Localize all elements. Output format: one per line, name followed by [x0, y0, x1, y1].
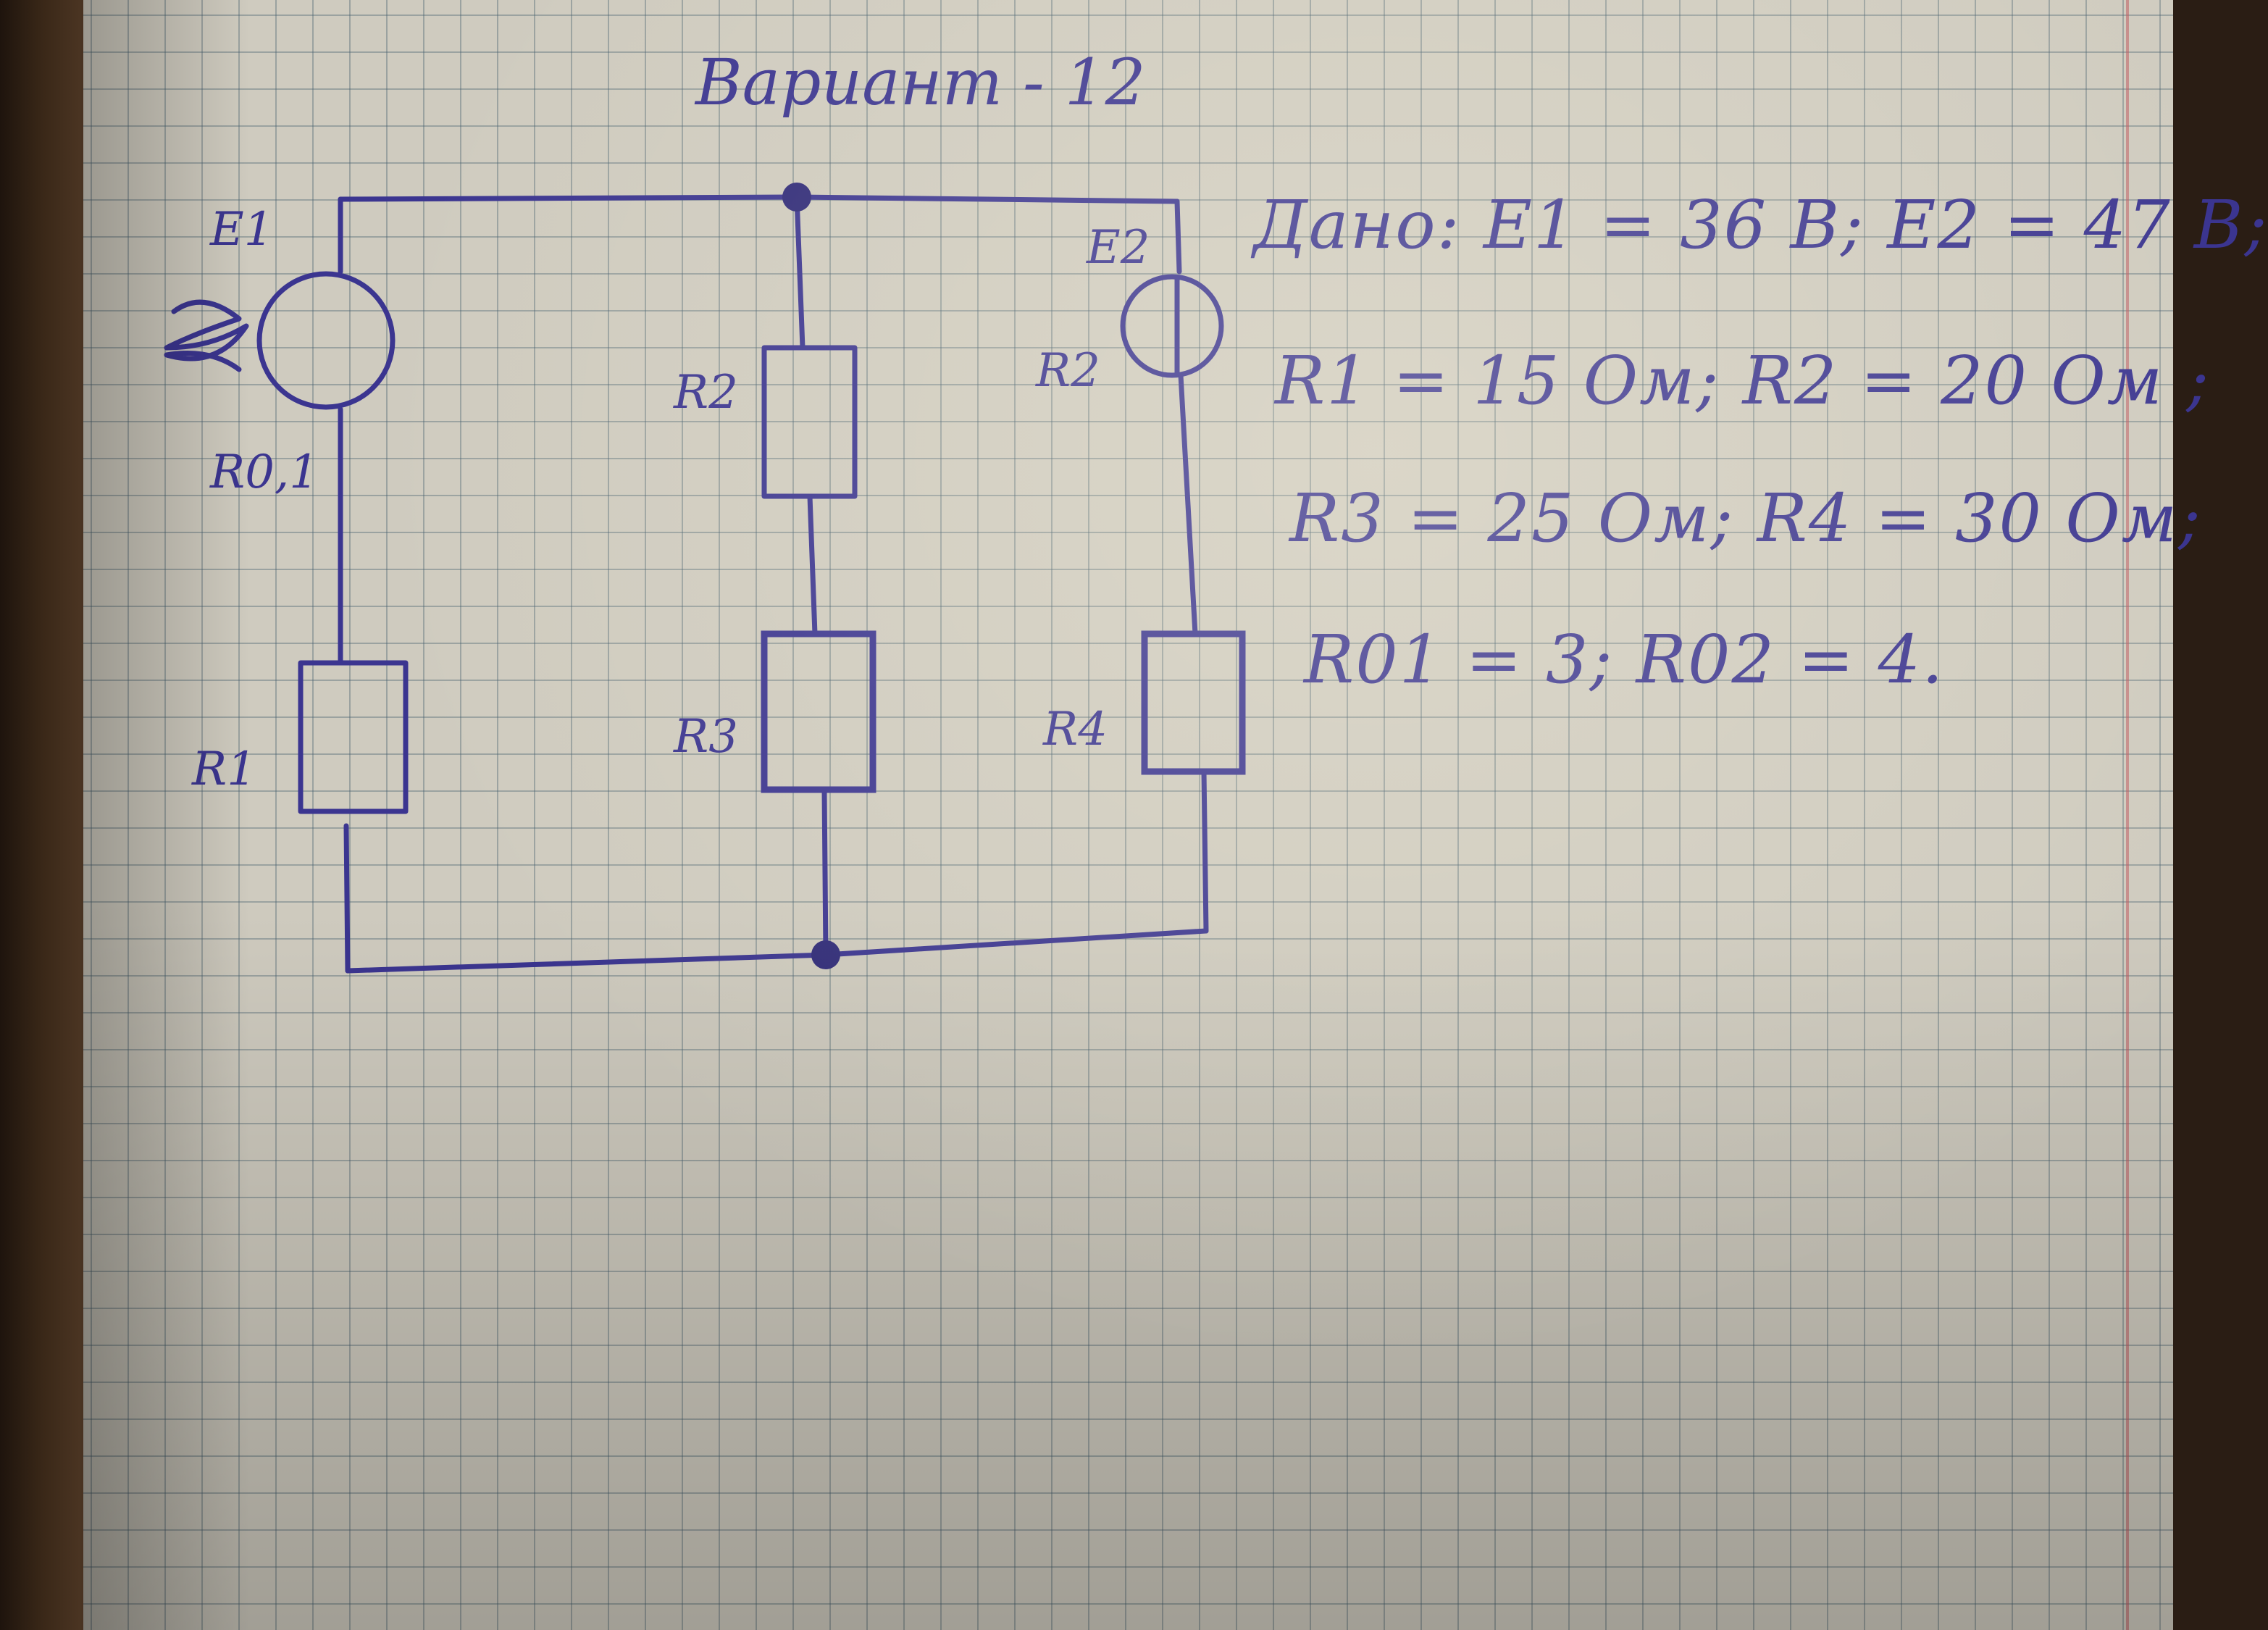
wire-bottom — [345, 928, 1209, 974]
source-e1 — [256, 271, 396, 410]
given-line-3: R3 = 25 Ом; R4 = 30 Ом; — [1289, 480, 2203, 557]
wire-middle-mid — [807, 493, 818, 637]
wire-right-top — [1174, 198, 1182, 275]
scribble-mark — [164, 299, 249, 372]
resistor-r1 — [298, 660, 409, 814]
wire-right-mid — [1178, 372, 1198, 637]
variant-title: Вариант - 12 — [695, 45, 1146, 120]
given-line-2: R1 = 15 Ом; R2 = 20 Ом ; — [1275, 342, 2211, 419]
wire-middle-bottom — [821, 787, 829, 958]
label-r1: R1 — [192, 743, 256, 796]
label-r4: R4 — [1043, 703, 1108, 756]
circuit-diagram — [164, 183, 1246, 974]
resistor-r4 — [1141, 630, 1246, 775]
wire-left-bottom — [343, 823, 351, 974]
margin-line — [2126, 0, 2129, 1630]
grid-paper — [83, 0, 2173, 1630]
resistor-r2 — [761, 345, 858, 499]
resistor-r3 — [761, 630, 876, 793]
label-r01: R0,1 — [210, 446, 319, 499]
node-top — [782, 183, 811, 212]
given-line-4: R01 = 3; R02 = 4. — [1304, 621, 1945, 698]
wire-top — [338, 194, 1180, 204]
label-e1: E1 — [210, 203, 274, 256]
wire-middle-top — [794, 194, 805, 351]
label-r3: R3 — [674, 710, 738, 764]
source-e2 — [1120, 274, 1224, 378]
label-r2-source: R2 — [1036, 344, 1100, 398]
wire-right-bottom — [1201, 769, 1209, 934]
given-line-1: Дано: E1 = 36 B; E2 = 47 B; — [1253, 186, 2268, 264]
label-e2: E2 — [1087, 221, 1150, 275]
label-r2: R2 — [674, 366, 738, 419]
node-bottom — [811, 940, 840, 969]
